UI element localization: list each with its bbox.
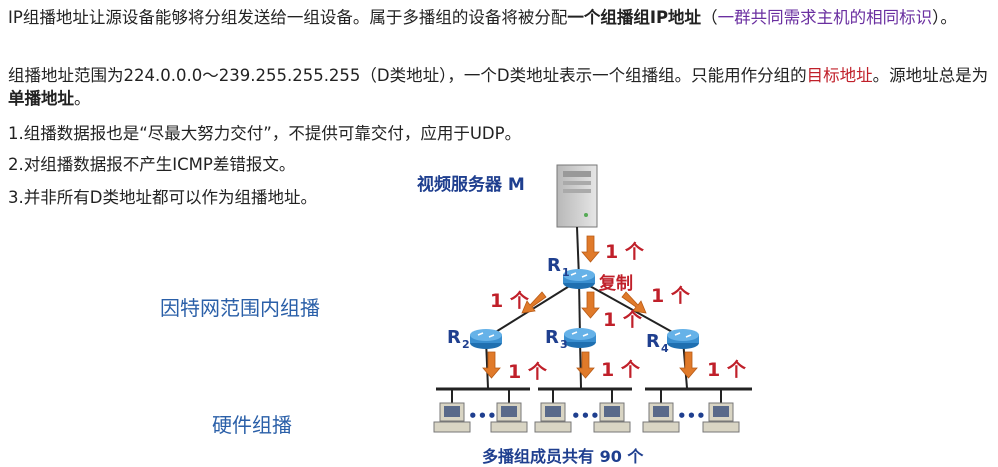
intro-text: IP组播地址让源设备能够将分组发送给一组设备。属于多播组的设备将被分配 xyxy=(8,8,568,27)
r1-label: R xyxy=(547,255,561,276)
list-item-3: 3.并非所有D类地址都可以作为组播地址。 xyxy=(8,188,317,207)
paragraph-address-range: 组播地址范围为224.0.0.0～239.255.255.255（D类地址），一… xyxy=(8,64,993,110)
r1-sub: 1 xyxy=(562,266,570,279)
list-item-2: 2.对组播数据报不产生ICMP差错报文。 xyxy=(8,155,296,174)
range-text2: 。源地址总是为 xyxy=(872,66,989,85)
range-bold: 单播地址 xyxy=(8,89,74,108)
router-r1 xyxy=(563,269,595,289)
r2-sub: 2 xyxy=(462,338,470,351)
paragraph-multicast-intro: IP组播地址让源设备能够将分组发送给一组设备。属于多播组的设备将被分配一个组播组… xyxy=(8,6,993,29)
dots-1: ••• xyxy=(468,407,497,425)
intro-purple: 一群共同需求主机的相同标识 xyxy=(717,8,933,27)
r2-label: R xyxy=(447,327,461,348)
count-label-6: 1 个 xyxy=(601,359,641,381)
list-item-1: 1.组播数据报也是“尽最大努力交付”，不提供可靠交付，应用于UDP。 xyxy=(8,124,522,143)
count-label-3: 1 个 xyxy=(651,285,691,307)
count-label-1: 1 个 xyxy=(605,241,645,263)
range-end: 。 xyxy=(74,89,91,108)
server-icon xyxy=(556,164,598,228)
intro-paren-open: （ xyxy=(701,8,718,27)
intro-bold: 一个组播组IP地址 xyxy=(567,8,702,27)
flow-arrows xyxy=(482,235,698,379)
count-label-5: 1 个 xyxy=(508,361,548,383)
members-label: 多播组成员共有 90 个 xyxy=(482,447,644,466)
router-r4 xyxy=(667,329,699,349)
router-r2 xyxy=(470,329,502,349)
hardware-multicast-label: 硬件组播 xyxy=(212,413,292,437)
count-label-4: 1 个 xyxy=(603,309,643,331)
range-red: 目标地址 xyxy=(806,66,873,85)
router-r3 xyxy=(564,328,596,348)
copy-label: 复制 xyxy=(598,273,633,294)
intro-paren-close: ）。 xyxy=(932,8,957,27)
r3-sub: 3 xyxy=(560,338,568,351)
dots-2: ••• xyxy=(571,407,600,425)
r4-sub: 4 xyxy=(661,342,669,355)
server-label: 视频服务器 M xyxy=(417,175,525,195)
internet-multicast-label: 因特网范围内组播 xyxy=(160,296,320,320)
r3-label: R xyxy=(545,327,559,348)
r4-label: R xyxy=(646,331,660,352)
count-label-7: 1 个 xyxy=(707,359,747,381)
dots-3: ••• xyxy=(677,407,706,425)
range-text: 组播地址范围为224.0.0.0～239.255.255.255（D类地址），一… xyxy=(8,66,807,85)
count-label-2: 1 个 xyxy=(490,290,530,312)
